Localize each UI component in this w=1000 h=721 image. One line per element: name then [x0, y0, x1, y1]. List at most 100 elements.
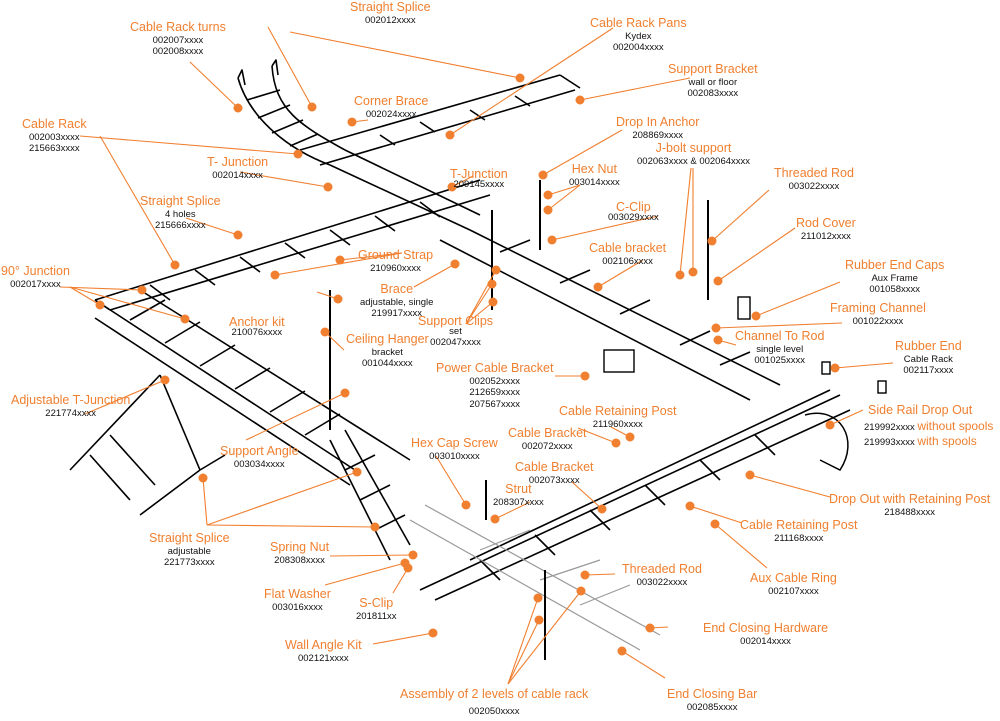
callout-dot: [352, 467, 362, 477]
leader-line: [465, 283, 493, 325]
leader-line: [689, 505, 743, 524]
leader-line: [413, 263, 456, 288]
callout-dot: [428, 628, 438, 638]
leader-line: [507, 590, 582, 685]
callout-dot: [745, 470, 755, 480]
leader-line: [749, 474, 831, 498]
leader-line: [267, 26, 313, 108]
label-end-closing-hardware: End Closing Hardware 002014xxxx: [703, 621, 829, 647]
leader-line: [834, 362, 894, 369]
callout-dot: [625, 432, 635, 442]
callout-dot: [170, 260, 180, 270]
label-cable-rack: Cable Rack 002003xxxx 215663xxxx: [22, 117, 87, 154]
callout-dot: [575, 95, 585, 105]
callout-dot: [543, 205, 553, 215]
leader-line: [289, 31, 521, 79]
leader-line: [245, 392, 346, 441]
leader-line: [465, 269, 497, 325]
label-cable-rack-pans: Cable Rack Pans Kydex 002004xxxx: [590, 16, 687, 53]
callout-dot: [611, 438, 621, 448]
callout-dot: [547, 235, 557, 245]
leader-line: [372, 632, 434, 645]
callout-dot: [688, 267, 698, 277]
label-channel-to-rod: Channel To Rod single level 001025xxxx: [735, 329, 825, 366]
leader-line: [69, 286, 101, 306]
label-cable-retaining-post-bottom: Cable Retaining Post 211168xxxx: [740, 518, 858, 544]
callout-dot: [645, 623, 655, 633]
callout-dot: [491, 265, 501, 275]
leader-line: [239, 171, 329, 188]
callout-dot: [825, 420, 835, 430]
leader-line: [99, 135, 176, 266]
leader-line: [69, 286, 186, 320]
callout-dot: [710, 519, 720, 529]
leader-line: [547, 184, 581, 196]
side-rail-drop-out-row: 219992xxxx without spools: [864, 418, 994, 433]
label-cable-bracket-2073: Cable Bracket 002073xxxx: [515, 460, 594, 486]
label-wall-angle-kit: Wall Angle Kit 002121xxxx: [285, 638, 362, 664]
leader-line: [577, 427, 617, 444]
callout-dot: [270, 270, 280, 280]
label-side-rail-drop-out: Side Rail Drop Out 219992xxxx without sp…: [864, 403, 994, 448]
label-straight-splice-adjustable: Straight Splice adjustable 221773xxxx: [149, 531, 230, 568]
callout-dot: [830, 363, 840, 373]
label-flat-washer: Flat Washer 003016xxxx: [264, 587, 331, 613]
side-rail-drop-out-shape: [804, 412, 849, 471]
label-drop-in-anchor: Drop In Anchor 208869xxxx: [616, 115, 700, 141]
callout-dot: [488, 297, 498, 307]
callout-dot: [320, 327, 330, 337]
callout-dot: [707, 236, 717, 246]
callout-dot: [233, 103, 243, 113]
adjustable-ramp-section: [69, 374, 411, 561]
leader-line: [392, 567, 409, 594]
leader-line: [507, 619, 540, 685]
label-hex-nut: Hex Nut 003014xxxx: [569, 162, 620, 188]
leader-line: [84, 379, 166, 415]
label-rubber-end-caps: Rubber End Caps Aux Frame 001058xxxx: [845, 258, 945, 295]
label-j-bolt-support: J-bolt support 002063xxxx & 002064xxxx: [637, 141, 751, 167]
callout-dot: [340, 388, 350, 398]
leader-line: [597, 259, 644, 288]
leader-line: [715, 322, 843, 329]
label-anchor-kit: Anchor kit 210076xxxx: [229, 315, 285, 338]
callout-dot: [293, 149, 303, 159]
callout-dot: [580, 371, 590, 381]
leader-line: [584, 573, 616, 576]
leader-line: [185, 217, 239, 236]
leader-line: [206, 471, 358, 526]
label-corner-brace: Corner Brace 002024xxxx: [354, 94, 429, 120]
callout-dot: [593, 282, 603, 292]
callout-dot: [137, 285, 147, 295]
label-brace: Brace adjustable, single 219917xxxx: [360, 282, 434, 319]
callout-dot: [711, 323, 721, 333]
label-cable-bracket-top: Cable bracket 002106xxxx: [589, 241, 667, 267]
leader-line: [547, 184, 581, 211]
callout-dot: [751, 311, 761, 321]
label-framing-channel: Framing Channel 001022xxxx: [830, 301, 926, 327]
leader-line: [755, 281, 841, 317]
callout-dot: [233, 230, 243, 240]
lower-level-rack: [409, 504, 661, 651]
callout-dot: [713, 276, 723, 286]
label-aux-cable-ring: Aux Cable Ring 002107xxxx: [750, 571, 837, 597]
label-assembly-of-2-levels: Assembly of 2 levels of cable rack 00205…: [400, 687, 589, 717]
label-straight-splice-top: Straight Splice 002012xxxx: [350, 0, 431, 26]
callout-dot: [543, 190, 553, 200]
side-rail-drop-out-row: 219993xxxx with spools: [864, 434, 977, 448]
callout-dot: [675, 270, 685, 280]
label-threaded-rod-top: Threaded Rod 003022xxxx: [774, 166, 854, 192]
callout-dot: [447, 182, 457, 192]
callout-dot: [487, 279, 497, 289]
label-cable-retaining-post-top: Cable Retaining Post 211960xxxx: [559, 404, 677, 430]
leader-line: [621, 650, 666, 679]
callout-dot: [538, 170, 548, 180]
label-s-clip: S-Clip 201811xx: [356, 596, 397, 622]
label-straight-splice-4-holes: Straight Splice 4 holes 215666xxxx: [140, 194, 221, 231]
label-cable-bracket-2072: Cable Bracket 002072xxxx: [508, 426, 587, 452]
leader-line: [551, 215, 659, 241]
leader-line: [449, 27, 614, 136]
label-rubber-end: Rubber End Cable Rack 002117xxxx: [895, 339, 962, 376]
callout-dot: [445, 130, 455, 140]
callout-dot: [617, 646, 627, 656]
callout-dot: [685, 501, 695, 511]
